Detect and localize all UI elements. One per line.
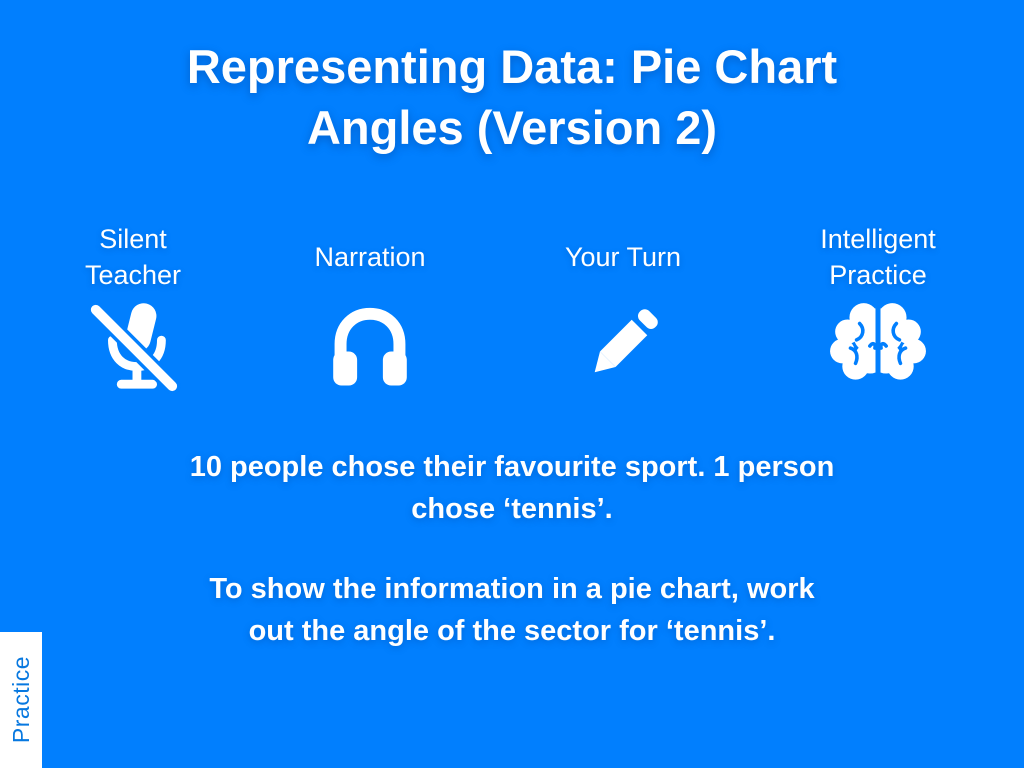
microphone-muted-icon [84,296,182,396]
feature-silent-teacher: Silent Teacher [23,218,243,396]
feature-label-line: Intelligent [820,224,936,254]
feature-label-line: Your Turn [564,242,682,272]
body-line: out the angle of the sector for ‘tennis’… [248,615,776,647]
feature-label-narration: Narration [314,218,425,296]
feature-label-line: Teacher [84,260,182,290]
feature-label-intelligent-practice: Intelligent Practice [820,218,936,296]
slide-title-line-2: Angles (Version 2) [306,101,718,154]
headphones-icon [324,296,416,396]
practice-side-tab: Practice [0,632,42,768]
brain-icon [827,296,929,396]
body-line: 10 people chose their favourite sport. 1… [189,451,835,483]
feature-label-silent-teacher: Silent Teacher [85,218,181,296]
body-text: 10 people chose their favourite sport. 1… [0,446,1024,652]
pencil-icon [579,296,667,396]
feature-label-your-turn: Your Turn [565,218,681,296]
slide-title: Representing Data: Pie Chart Angles (Ver… [0,36,1024,158]
body-line: chose ‘tennis’. [411,493,613,525]
feature-label-line: Silent [99,224,167,254]
feature-intelligent-practice: Intelligent Practice [768,218,988,396]
slide-title-line-1: Representing Data: Pie Chart [186,40,838,93]
feature-narration: Narration [260,218,480,396]
body-line: To show the information in a pie chart, … [209,573,815,605]
practice-side-tab-label: Practice [7,656,34,744]
feature-your-turn: Your Turn [513,218,733,396]
feature-label-line: Narration [314,242,426,272]
body-paragraph-2: To show the information in a pie chart, … [0,568,1024,652]
feature-label-line: Practice [829,260,927,290]
body-paragraph-1: 10 people chose their favourite sport. 1… [0,446,1024,530]
